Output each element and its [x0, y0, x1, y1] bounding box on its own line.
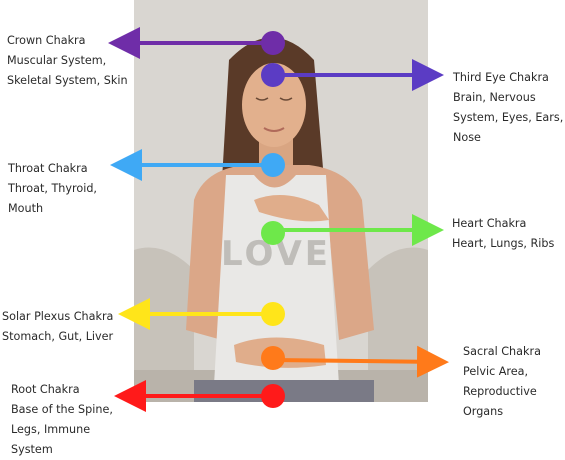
crown-chakra-label: Crown Chakra Muscular System, Skeletal S…: [7, 31, 128, 91]
heart-chakra-marker: [261, 214, 444, 246]
sacral-chakra-line-1: Pelvic Area,: [463, 365, 529, 378]
throat-chakra-line-2: Mouth: [8, 202, 44, 215]
root-chakra-line-2: Legs, Immune: [11, 423, 91, 436]
solar-plexus-chakra-marker: [118, 298, 285, 330]
root-chakra-line-1: Base of the Spine,: [11, 403, 113, 416]
solar-plexus-chakra-line-1: Stomach, Gut, Liver: [2, 330, 114, 343]
crown-chakra-line-2: Skeletal System, Skin: [7, 74, 128, 87]
crown-chakra-line-1: Muscular System,: [7, 54, 107, 67]
root-chakra-line-3: System: [11, 443, 53, 456]
third-eye-chakra-title: Third Eye Chakra: [453, 71, 549, 84]
throat-chakra-title: Throat Chakra: [8, 162, 88, 175]
solar-plexus-chakra-title: Solar Plexus Chakra: [2, 310, 114, 323]
heart-chakra-line-1: Heart, Lungs, Ribs: [452, 237, 555, 250]
root-chakra-marker: [114, 380, 285, 412]
root-chakra-label: Root Chakra Base of the Spine, Legs, Imm…: [11, 380, 113, 460]
crown-chakra-marker: [108, 27, 285, 59]
solar-plexus-chakra-label: Solar Plexus Chakra Stomach, Gut, Liver: [2, 307, 113, 347]
root-chakra-title: Root Chakra: [11, 383, 80, 396]
third-eye-chakra-line-1: Brain, Nervous: [453, 91, 536, 104]
heart-chakra-title: Heart Chakra: [452, 217, 527, 230]
third-eye-chakra-label: Third Eye Chakra Brain, Nervous System, …: [453, 68, 563, 148]
third-eye-chakra-line-3: Nose: [453, 131, 481, 144]
crown-chakra-title: Crown Chakra: [7, 34, 86, 47]
heart-chakra-label: Heart Chakra Heart, Lungs, Ribs: [452, 214, 554, 254]
throat-chakra-line-1: Throat, Thyroid,: [8, 182, 97, 195]
sacral-chakra-marker: [261, 345, 449, 378]
sacral-chakra-line-2: Reproductive: [463, 385, 537, 398]
throat-chakra-marker: [110, 149, 285, 181]
third-eye-chakra-marker: [261, 59, 444, 91]
third-eye-chakra-line-2: System, Eyes, Ears,: [453, 111, 564, 124]
sacral-chakra-line-3: Organs: [463, 405, 504, 418]
sacral-chakra-label: Sacral Chakra Pelvic Area, Reproductive …: [463, 342, 541, 422]
throat-chakra-label: Throat Chakra Throat, Thyroid, Mouth: [8, 159, 97, 219]
sacral-chakra-title: Sacral Chakra: [463, 345, 541, 358]
